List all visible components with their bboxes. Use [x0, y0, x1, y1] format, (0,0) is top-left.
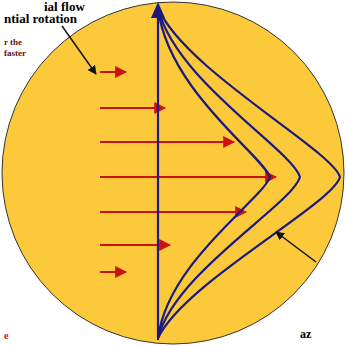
sun-disk: [2, 2, 344, 344]
note-fragment: r the: [4, 38, 22, 48]
title-fragment: ntial rotation: [4, 12, 77, 26]
rotation-arrows: [100, 72, 276, 272]
note-fragment: e: [4, 330, 8, 341]
label-fragment: az: [300, 328, 311, 341]
note-fragment: faster: [4, 49, 26, 59]
leader-line: [62, 26, 96, 74]
axis-arrowhead: [151, 2, 165, 18]
field-lines: [158, 8, 340, 340]
leader-line: [276, 232, 316, 262]
